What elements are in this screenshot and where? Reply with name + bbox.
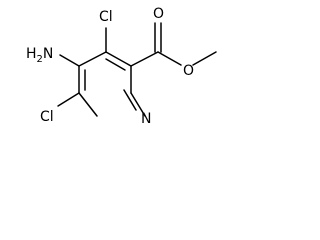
ester-oxygen-label: O <box>183 63 194 79</box>
chlorine-top-label: Cl <box>99 9 113 25</box>
ring-bond-n-c2 <box>130 92 146 117</box>
bond-c3-carbonyl <box>130 51 159 67</box>
bond-carbonyl-ester-o <box>157 51 182 66</box>
bond-ester-o-methyl <box>192 51 217 66</box>
molecule-drawing: H2N Cl Cl N O O <box>26 6 217 127</box>
carbonyl-oxygen-label: O <box>153 6 164 22</box>
structure-diagram: H2N Cl Cl N O O <box>0 0 234 138</box>
ring-bond-c4-c5 <box>78 51 107 67</box>
bond-c6-cl <box>57 92 80 107</box>
ring-double-bond-n-c2 <box>123 89 137 111</box>
ring-bond-c6-n <box>78 92 98 117</box>
ring-double-bond-c3-c4 <box>105 58 126 71</box>
ring-bond-c3-c4 <box>105 51 132 67</box>
amino-label: H2N <box>26 46 53 65</box>
pyridine-nitrogen-label: N <box>141 111 151 127</box>
bond-c5-amino <box>59 54 80 67</box>
chlorine-bottom-label: Cl <box>40 109 54 125</box>
